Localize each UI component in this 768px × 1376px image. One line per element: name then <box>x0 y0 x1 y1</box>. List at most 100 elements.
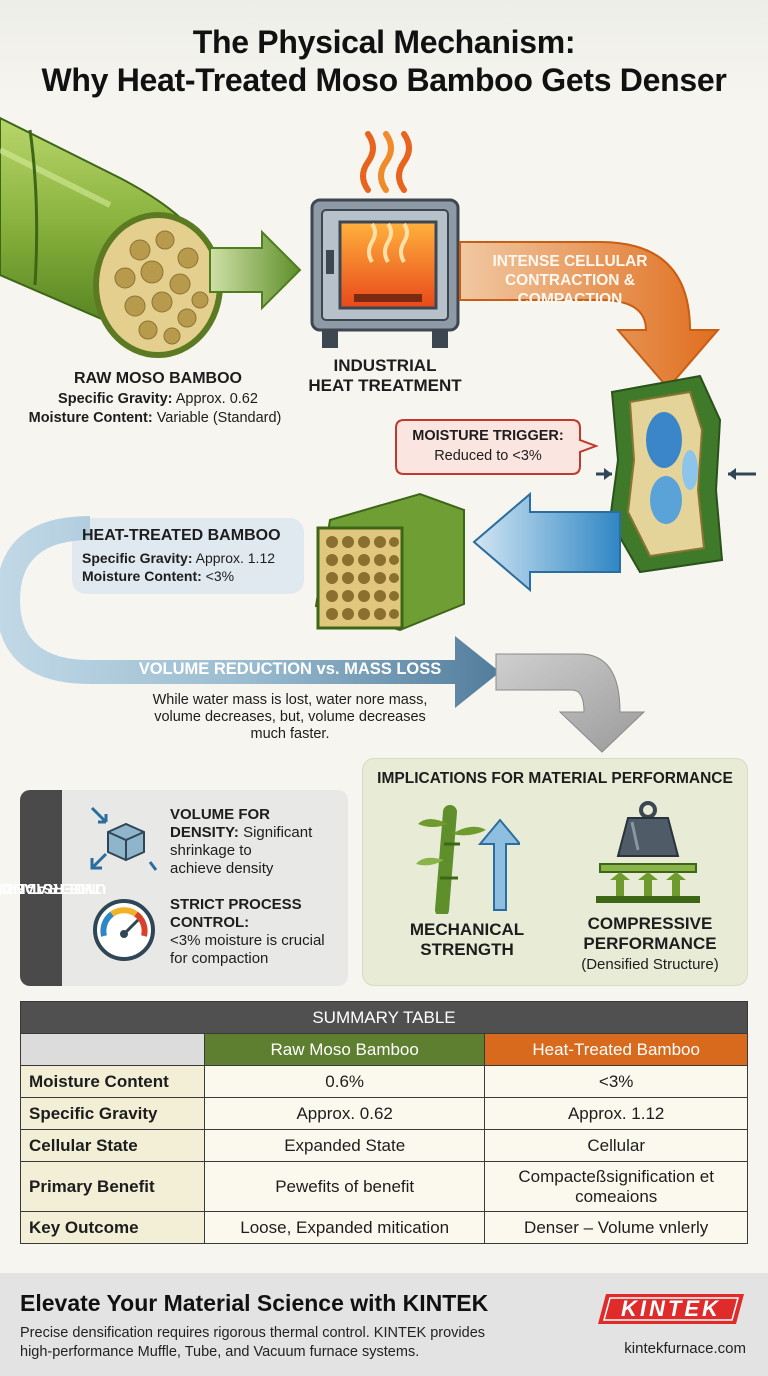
tradeoff-vertical-label: UNDERSTANDINGTHE TRADE-OFF <box>0 790 106 986</box>
green-arrow <box>209 229 302 311</box>
furnace-label-line1: INDUSTRIAL <box>333 356 437 375</box>
raw-sg-label: Specific Gravity: <box>58 391 173 407</box>
volume-line2: volume decreases, but, volume decreases <box>154 709 426 725</box>
heat-bamboo-mc: Moisture Content: <3% <box>82 568 234 584</box>
moisture-trigger-value: Reduced to <3% <box>434 448 542 464</box>
table-header-heat: Heat-Treated Bamboo <box>484 1033 748 1066</box>
kintek-logo-text: KINTEK <box>621 1296 721 1321</box>
raw-bamboo-name: RAW MOSO BAMBOO <box>74 370 242 387</box>
heat-sg-value: Approx. 1.12 <box>195 550 276 566</box>
table-row-label: Primary Benefit <box>20 1161 205 1212</box>
raw-bamboo-mc: Moisture Content: Variable (Standard) <box>0 410 310 426</box>
gray-arrow <box>495 653 646 753</box>
table-row: Cellular State Expanded State Cellular <box>20 1129 748 1162</box>
table-cell-heat: Compacteßsignification et comeaions <box>484 1161 748 1212</box>
comp-line3: (Densified Structure) <box>581 956 719 973</box>
table-row-label: Key Outcome <box>20 1211 205 1244</box>
volume-text: While water mass is lost, water nore mas… <box>110 692 470 743</box>
implications-title: IMPLICATIONS FOR MATERIAL PERFORMANCE <box>377 770 733 787</box>
heat-treated-bundle-illustration <box>314 492 465 632</box>
table-cell-heat: Approx. 1.12 <box>484 1097 748 1130</box>
volume-title: VOLUME REDUCTION vs. MASS LOSS <box>138 660 442 678</box>
table-cell-heat-line1: Compacteßsignification et <box>518 1166 714 1186</box>
heat-mc-label: Moisture Content: <box>82 568 202 584</box>
page-title-line1: The Physical Mechanism: <box>192 24 576 60</box>
compacted-cells-illustration <box>596 374 756 574</box>
tradeoff-item1-title2: DENSITY: <box>170 824 239 841</box>
table-row-label: Moisture Content <box>20 1065 205 1098</box>
heat-mc-value: <3% <box>205 568 235 584</box>
table-row: Specific Gravity Approx. 0.62 Approx. 1.… <box>20 1097 748 1130</box>
tradeoff-item2-text1: <3% moisture is crucial <box>170 932 325 949</box>
footer-text: Precise densification requires rigorous … <box>20 1324 540 1362</box>
moisture-trigger-title: MOISTURE TRIGGER: <box>412 428 564 444</box>
table-row: Primary Benefit Pewefits of benefit Comp… <box>20 1161 748 1212</box>
comp-line2: PERFORMANCE <box>583 934 717 953</box>
volume-line1: While water mass is lost, water nore mas… <box>152 692 428 708</box>
compressive-performance-label: COMPRESSIVE PERFORMANCE <box>560 914 740 954</box>
page-title-line2: Why Heat-Treated Moso Bamboo Gets Denser <box>41 62 727 98</box>
table-cell-heat: <3% <box>484 1065 748 1098</box>
tradeoff-item2-title2: CONTROL: <box>170 914 250 931</box>
moisture-trigger-bubble <box>395 419 599 475</box>
table-cell-raw: Expanded State <box>203 1129 486 1162</box>
tradeoff-vertical-2: THE TRADE-OFF <box>0 880 102 897</box>
heat-bamboo-name: HEAT-TREATED BAMBOO <box>82 527 281 544</box>
header-band <box>0 0 768 108</box>
mech-line2: STRENGTH <box>420 940 514 959</box>
furnace-label-line2: HEAT TREATMENT <box>308 376 462 395</box>
raw-mc-value: Variable (Standard) <box>156 410 282 426</box>
tradeoff-item2-title1: STRICT PROCESS <box>170 896 302 913</box>
tradeoff-item1-text3: achieve density <box>170 860 274 877</box>
tradeoff-item1-text1: Significant <box>243 824 313 841</box>
table-cell-heat: Cellular <box>484 1129 748 1162</box>
heat-bamboo-sg: Specific Gravity: Approx. 1.12 <box>82 550 275 566</box>
footer-line1: Precise densification requires rigorous … <box>20 1325 486 1341</box>
contraction-label: INTENSE CELLULAR CONTRACTION & COMPACTIO… <box>470 252 670 309</box>
bamboo-strength-icon <box>416 805 520 914</box>
table-row-label: Cellular State <box>20 1129 205 1162</box>
blue-arrow <box>472 491 621 593</box>
table-cell-raw: Pewefits of benefit <box>203 1161 486 1212</box>
gauge-icon <box>93 899 155 961</box>
tradeoff-item2-text2: for compaction <box>170 950 269 967</box>
mechanical-strength-label: MECHANICAL STRENGTH <box>400 920 534 960</box>
heat-sg-label: Specific Gravity: <box>82 550 193 566</box>
tradeoff-item1-text2: shrinkage to <box>170 842 252 859</box>
mech-line1: MECHANICAL <box>409 920 525 939</box>
raw-bamboo-illustration <box>0 116 223 358</box>
contraction-line3: COMPACTION <box>517 291 623 308</box>
table-header-raw: Raw Moso Bamboo <box>203 1033 486 1066</box>
cube-shrink-icon <box>90 806 158 871</box>
summary-table: SUMMARY TABLE Raw Moso Bamboo Heat-Treat… <box>20 1001 748 1244</box>
table-row: Moisture Content 0.6% <3% <box>20 1065 748 1098</box>
kintek-logo[interactable] <box>596 1292 746 1326</box>
footer-line2: high-performance Muffle, Tube, and Vacuu… <box>20 1344 420 1360</box>
loop-arrow <box>0 516 500 708</box>
contraction-line2: CONTRACTION & <box>504 272 636 289</box>
volume-line3: much faster. <box>250 726 330 742</box>
tradeoff-band <box>20 790 62 986</box>
table-cell-heat: Denser – Volume vnlerly <box>484 1211 748 1244</box>
orange-arrow <box>459 241 721 390</box>
raw-bamboo-sg: Specific Gravity: Approx. 0.62 <box>10 391 306 407</box>
tradeoff-item1-line1: DENSITY: Significant <box>170 824 312 842</box>
tradeoff-panel <box>20 790 348 986</box>
table-row-label: Specific Gravity <box>20 1097 205 1130</box>
table-header-blank <box>20 1033 205 1066</box>
process-diagram <box>0 116 756 753</box>
comp-line1: COMPRESSIVE <box>587 914 713 933</box>
footer-band <box>0 1273 768 1376</box>
raw-sg-value: Approx. 0.62 <box>175 391 258 407</box>
footer-url-link[interactable]: kintekfurnace.com <box>624 1340 746 1357</box>
table-cell-heat-line2: comeaions <box>575 1186 658 1206</box>
table-cell-raw: Loose, Expanded mitication <box>203 1211 486 1244</box>
furnace-icon <box>310 131 460 348</box>
summary-table-title: SUMMARY TABLE <box>20 1001 748 1034</box>
weight-compression-icon <box>596 801 700 903</box>
footer-title: Elevate Your Material Science with KINTE… <box>20 1290 489 1316</box>
tradeoff-item1-title1: VOLUME FOR <box>170 806 270 823</box>
table-cell-raw: Approx. 0.62 <box>203 1097 486 1130</box>
raw-mc-label: Moisture Content: <box>28 410 153 426</box>
contraction-line1: INTENSE CELLULAR <box>492 253 648 270</box>
